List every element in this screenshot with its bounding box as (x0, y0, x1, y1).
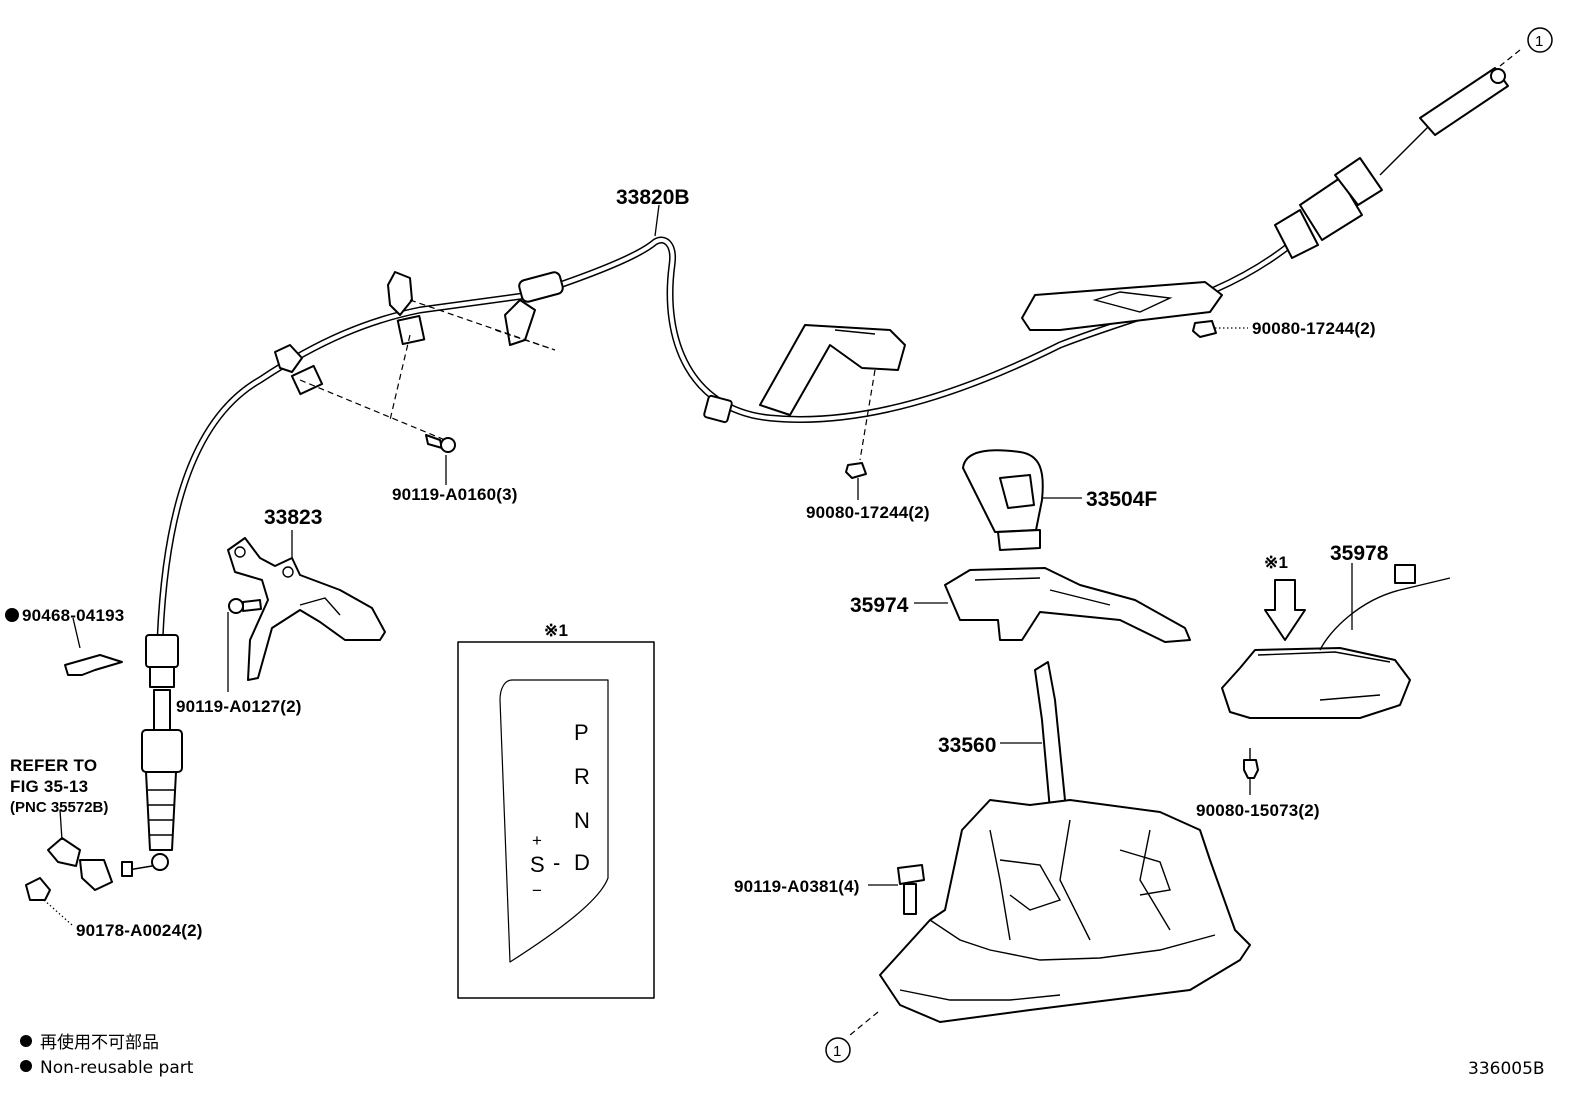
gear-minus: − (532, 881, 542, 900)
legend-en: Non-reusable part (40, 1058, 194, 1078)
label-clip: 90468-04193 (22, 606, 124, 625)
bracket-33823 (227, 537, 386, 681)
cable-floor-bracket (759, 324, 906, 416)
gear-p: P (574, 720, 589, 745)
label-switch: 35978 (1330, 542, 1389, 565)
cable-bracket-right (1021, 281, 1223, 331)
down-arrow-icon (1264, 579, 1306, 641)
bolt-a0160-icon (425, 434, 456, 453)
label-knob: 33504F (1086, 488, 1157, 511)
callout-bottom-number: 1 (833, 1043, 841, 1060)
gear-plus: + (532, 831, 542, 850)
shift-switch (1221, 564, 1451, 719)
gear-d: D (574, 850, 590, 875)
gear-plate-box (457, 641, 655, 999)
label-bracket: 33823 (264, 506, 322, 529)
label-nut-a0024: 90178-A0024(2) (76, 921, 203, 940)
gear-dash: - (553, 850, 560, 875)
bolt-a0381-icon (897, 864, 925, 915)
detent-clip-icon (47, 837, 113, 891)
legend-dot-1 (20, 1035, 32, 1047)
label-note-mark-box: ※1 (544, 621, 568, 640)
label-nut-mid: 90080-17244(2) (806, 503, 930, 522)
bolt-a0127-icon (228, 598, 262, 614)
nut-a0024-icon (25, 877, 51, 901)
gear-s: S (530, 852, 545, 877)
nut-17244-mid-icon (845, 462, 867, 479)
refer-line-1: REFER TO (10, 756, 97, 775)
label-lever-assembly: 33560 (938, 734, 996, 757)
label-note-mark-switch: ※1 (1264, 553, 1288, 572)
callout-bottom: 1 (825, 1037, 851, 1063)
nut-17244-right-icon (1192, 320, 1217, 338)
screw-15073-icon (1243, 748, 1259, 779)
shift-lever-assembly (879, 661, 1251, 1023)
label-bolt-a0160: 90119-A0160(3) (392, 485, 518, 504)
clip-icon (64, 654, 123, 676)
shift-knob (962, 449, 1044, 551)
callout-top-right: 1 (1527, 27, 1553, 53)
gear-n: N (574, 808, 590, 833)
label-screw-15073: 90080-15073(2) (1196, 801, 1320, 820)
label-nut-right: 90080-17244(2) (1252, 319, 1376, 338)
label-cable: 33820B (616, 186, 690, 209)
label-bolt-a0381: 90119-A0381(4) (734, 877, 860, 896)
callout-top-right-number: 1 (1535, 33, 1543, 50)
non-reusable-dot (5, 608, 19, 622)
label-bolt-a0127: 90119-A0127(2) (176, 697, 302, 716)
shift-cable (121, 67, 1509, 877)
figure-id: 336005B (1468, 1059, 1545, 1079)
refer-line-3: (PNC 35572B) (10, 799, 108, 816)
indicator-housing (944, 567, 1191, 643)
legend-dot-2 (20, 1060, 32, 1072)
label-indicator: 35974 (850, 594, 909, 617)
legend-jp: 再使用不可部品 (40, 1032, 159, 1053)
cable-bracket-upper (274, 271, 536, 373)
refer-line-2: FIG 35-13 (10, 777, 88, 796)
gear-r: R (574, 764, 590, 789)
